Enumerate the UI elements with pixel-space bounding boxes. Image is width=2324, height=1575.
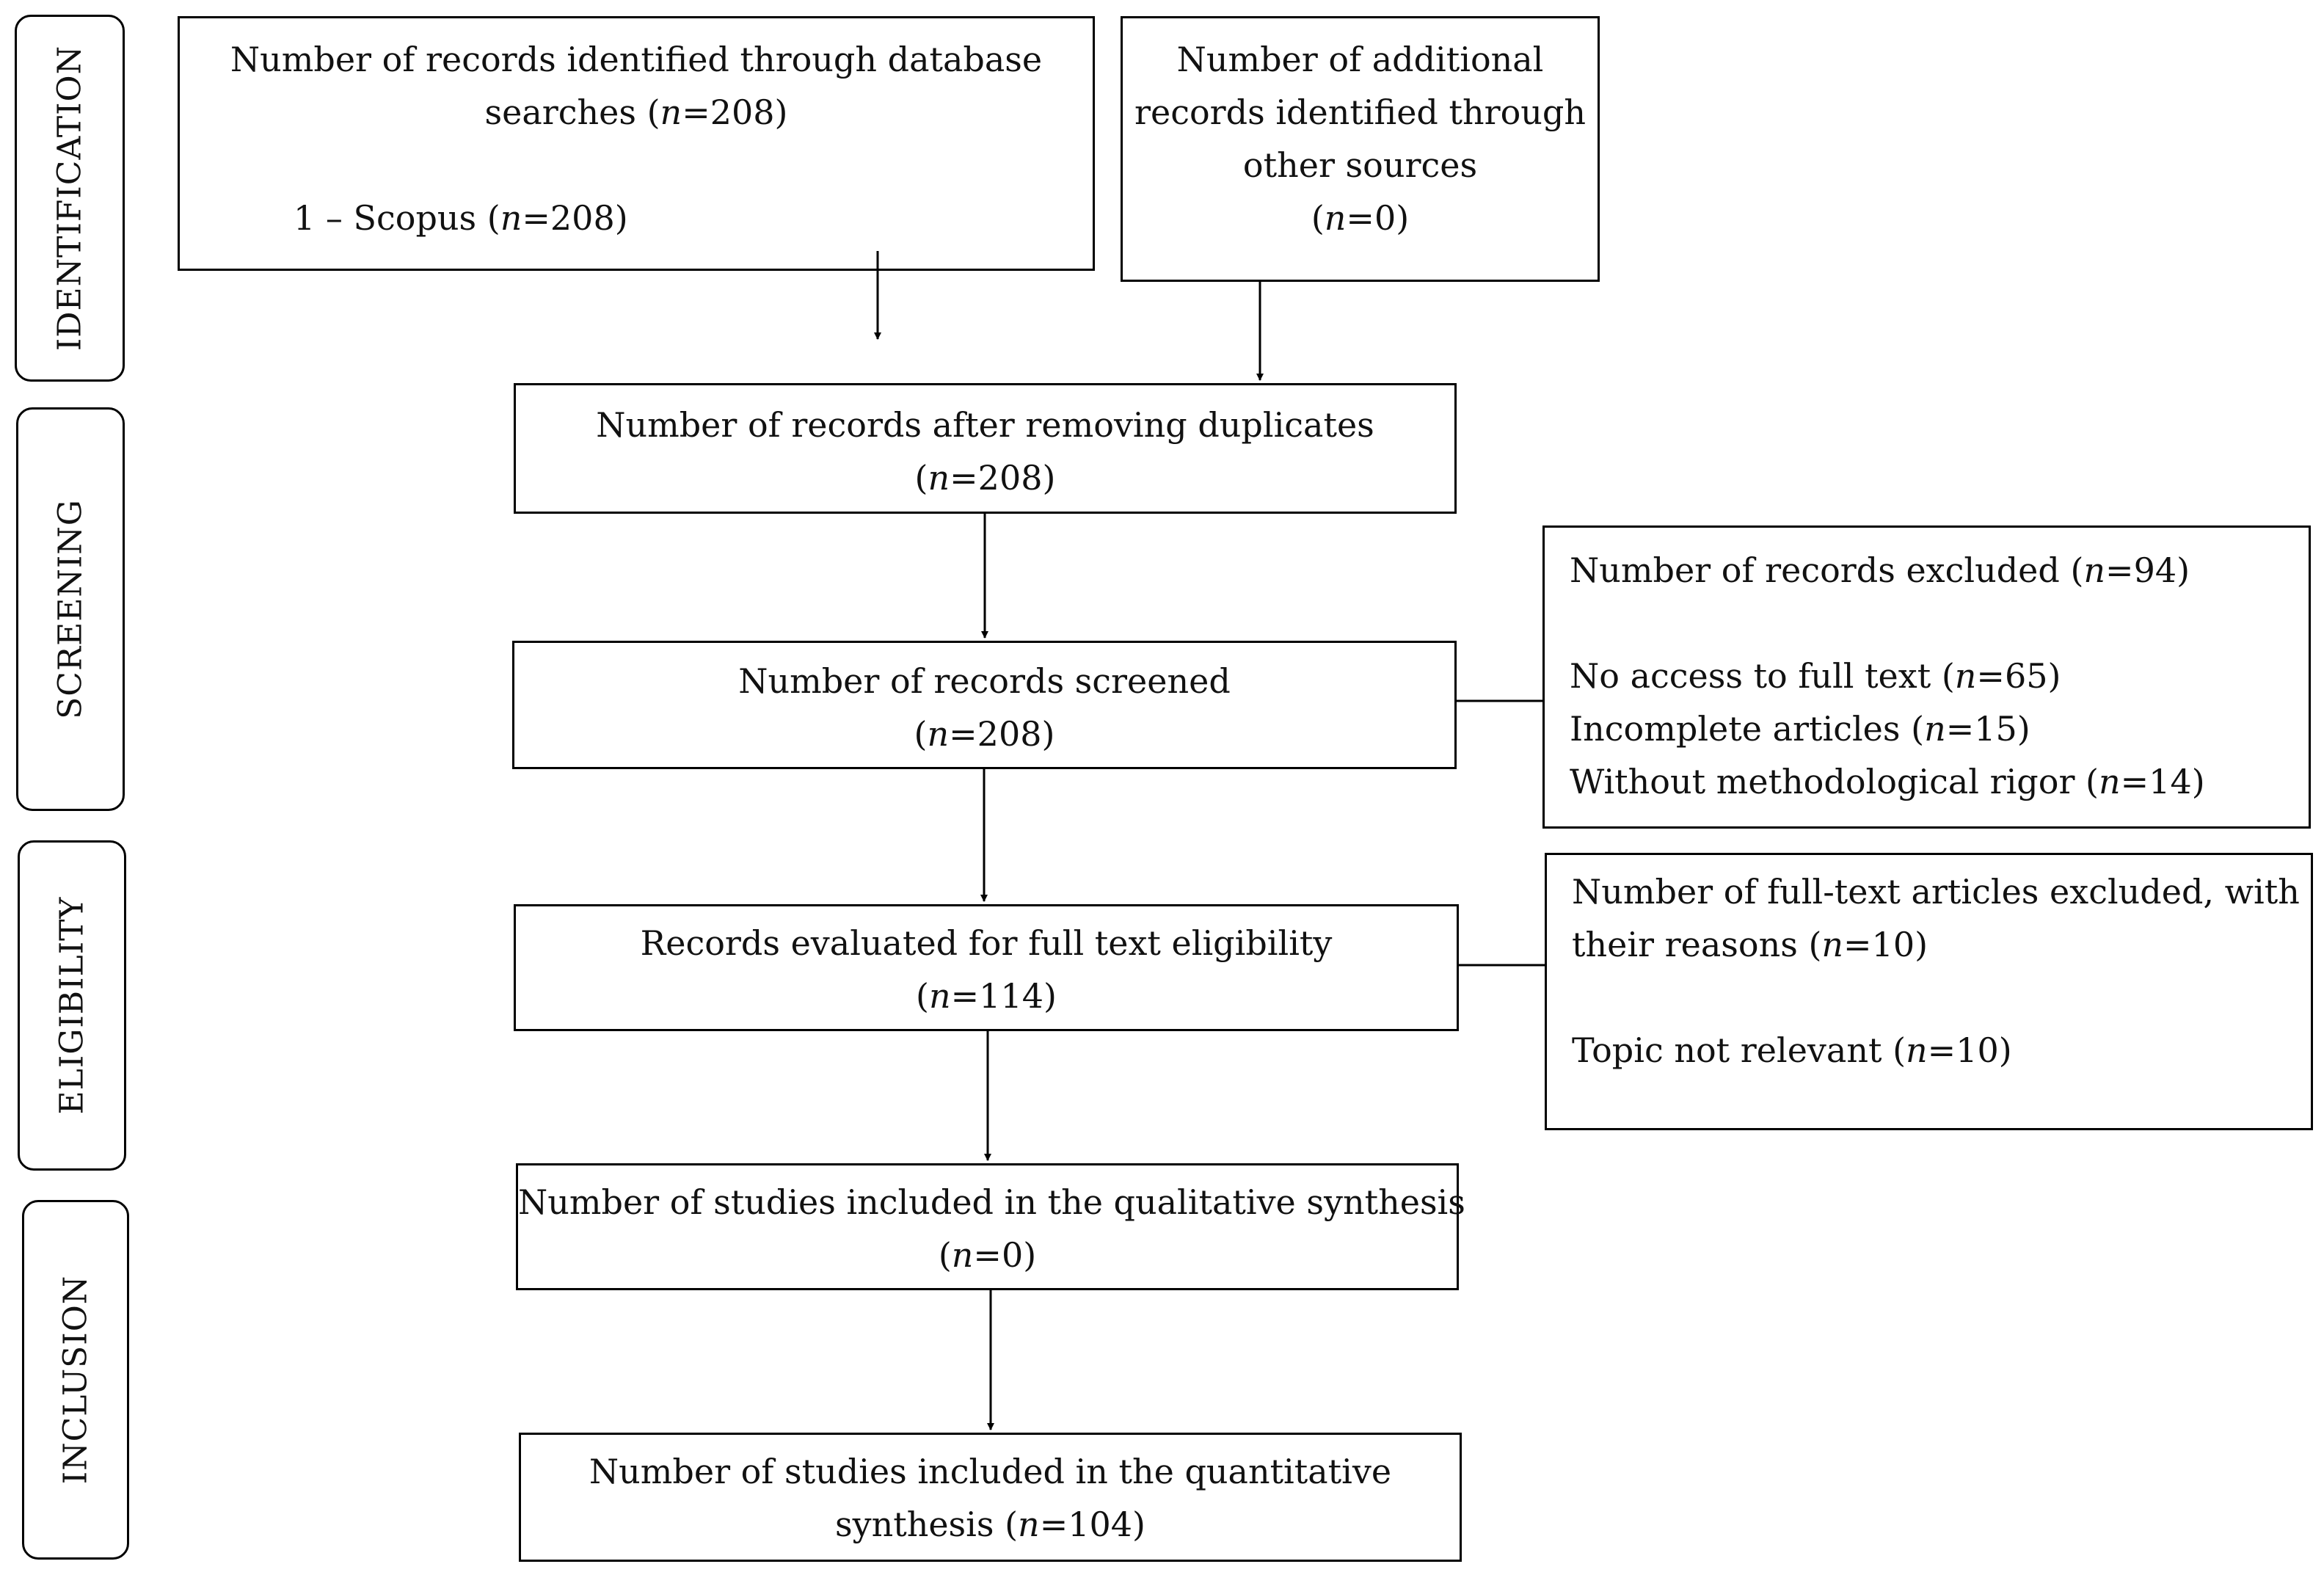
additional-records-line1: Number of additional [1176, 40, 1544, 79]
eligibility-box: Records evaluated for full text eligibil… [514, 904, 1459, 1031]
records-excluded-title: Number of records excluded (n=94) [1570, 550, 2190, 590]
eligibility-count: (n=114) [916, 976, 1057, 1016]
phase-screening: SCREENING [16, 407, 125, 811]
additional-records-line3: other sources [1242, 145, 1478, 185]
eligibility-label: Records evaluated for full text eligibil… [640, 923, 1333, 963]
database-records-box: Number of records identified through dat… [178, 16, 1095, 271]
quantitative-synthesis-count: synthesis (n=104) [835, 1505, 1145, 1544]
additional-records-box: Number of additional records identified … [1121, 16, 1600, 282]
fulltext-excluded-count: their reasons (n=10) [1572, 925, 1928, 964]
database-records-count: searches (n=208) [484, 92, 788, 132]
fulltext-excluded-title: Number of full-text articles excluded, w… [1572, 872, 2300, 912]
fulltext-reason-topic: Topic not relevant (n=10) [1572, 1030, 2012, 1070]
duplicates-removed-count: (n=208) [914, 458, 1056, 498]
phase-inclusion: INCLUSION [22, 1200, 129, 1560]
qualitative-synthesis-box: Number of studies included in the qualit… [516, 1163, 1465, 1290]
records-screened-label: Number of records screened [738, 661, 1231, 701]
database-records-line1: Number of records identified through dat… [230, 40, 1043, 79]
excluded-reason-incomplete: Incomplete articles (n=15) [1570, 709, 2030, 749]
records-screened-count: (n=208) [914, 714, 1055, 754]
phase-eligibility: ELIGIBILITY [18, 840, 126, 1171]
qualitative-synthesis-count: (n=0) [938, 1235, 1037, 1275]
database-source-scopus: 1 – Scopus (n=208) [294, 198, 628, 238]
fulltext-excluded-box: Number of full-text articles excluded, w… [1545, 853, 2313, 1130]
quantitative-synthesis-label: Number of studies included in the quanti… [589, 1452, 1392, 1491]
quantitative-synthesis-box: Number of studies included in the quanti… [519, 1433, 1462, 1562]
qualitative-synthesis-label: Number of studies included in the qualit… [518, 1182, 1465, 1222]
duplicates-removed-label: Number of records after removing duplica… [596, 405, 1374, 445]
excluded-reason-no-access: No access to full text (n=65) [1570, 656, 2061, 696]
additional-records-line2: records identified through [1134, 92, 1586, 132]
additional-records-count: (n=0) [1311, 198, 1410, 238]
records-excluded-box: Number of records excluded (n=94) No acc… [1542, 525, 2311, 829]
phase-identification: IDENTIFICATION [15, 15, 125, 382]
duplicates-removed-box: Number of records after removing duplica… [514, 383, 1457, 514]
excluded-reason-rigor: Without methodological rigor (n=14) [1570, 762, 2205, 801]
records-screened-box: Number of records screened (n=208) [512, 641, 1457, 769]
